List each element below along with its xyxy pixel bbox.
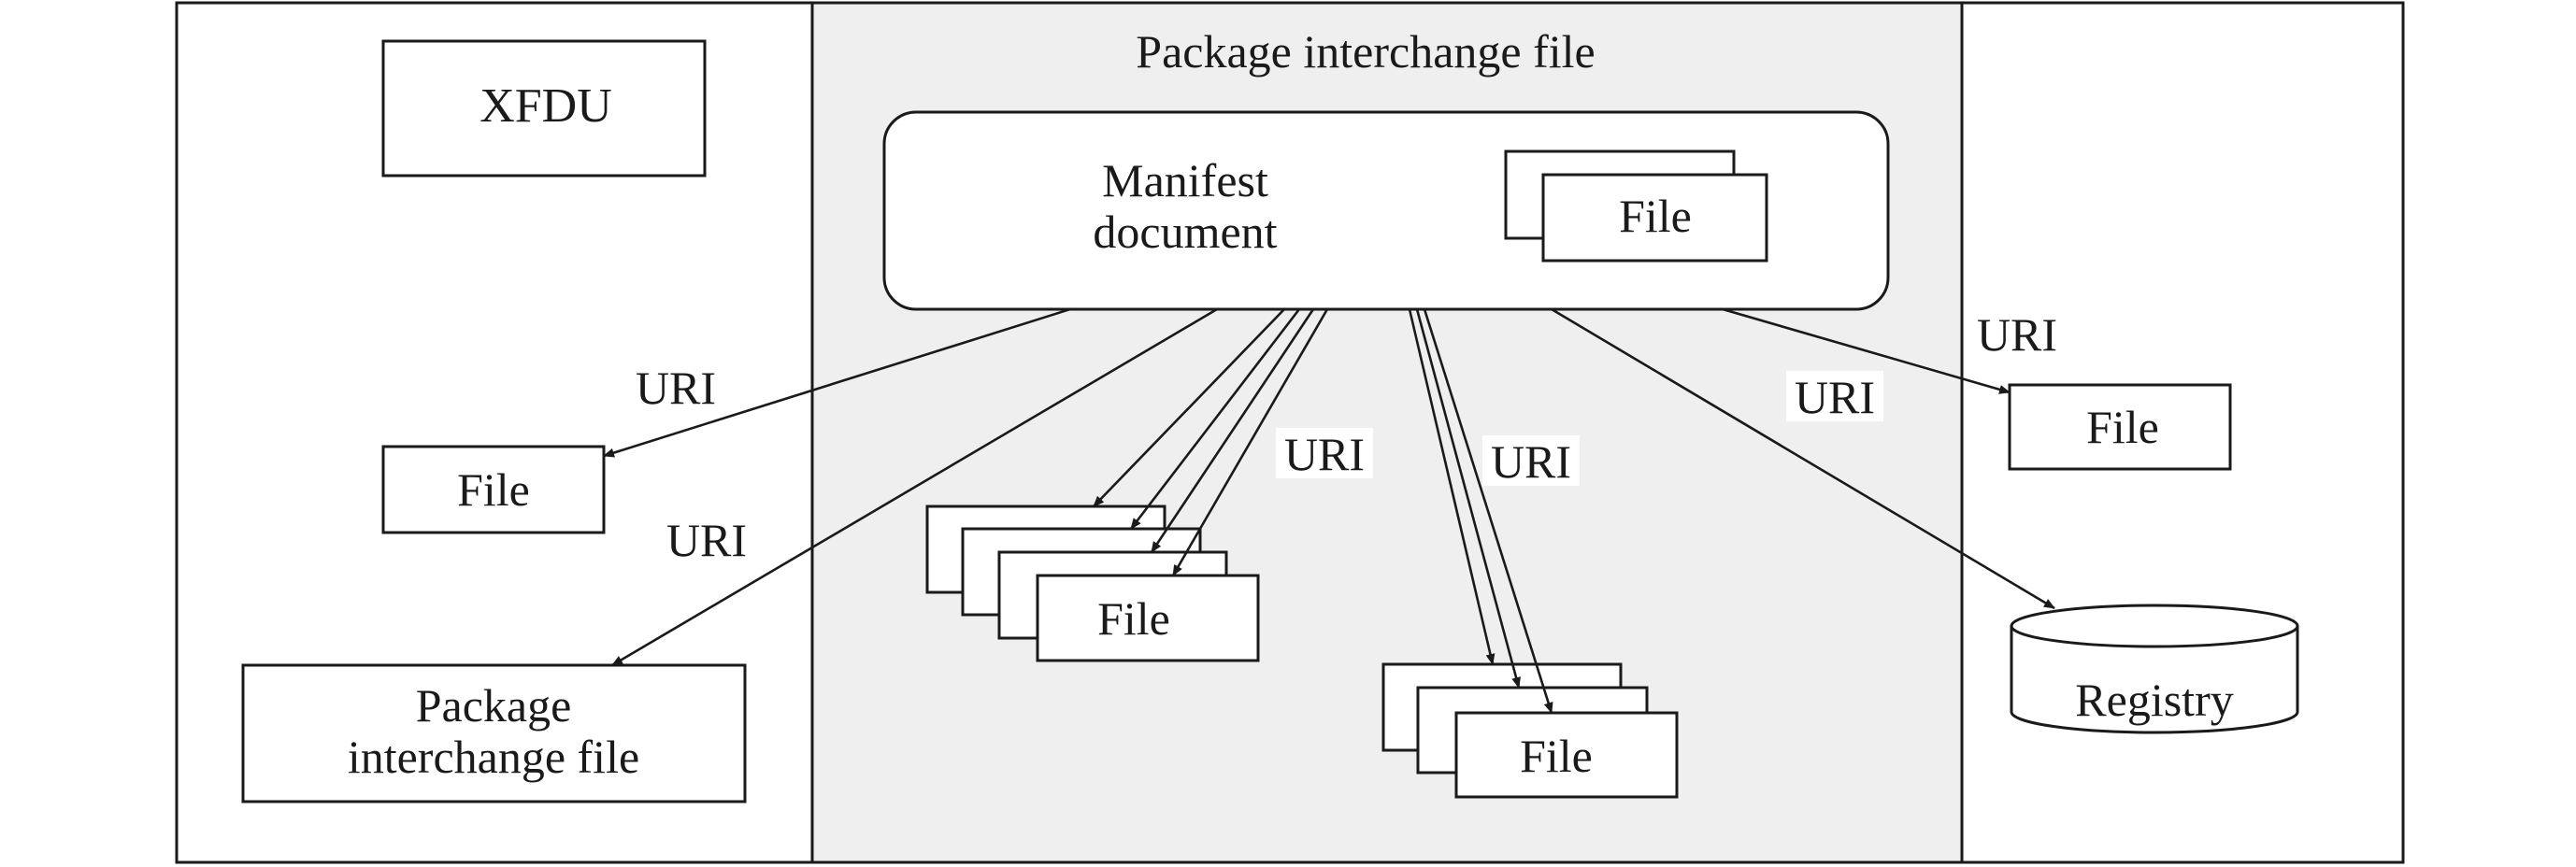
svg-text:URI: URI	[1977, 308, 2057, 361]
uri-label-stack-a: URI	[1276, 428, 1373, 480]
stack-a-file-label: File	[1097, 592, 1170, 645]
center-title: Package interchange file	[1136, 25, 1595, 78]
registry-cylinder	[2010, 604, 2299, 734]
manifest-file-label: File	[1619, 190, 1692, 242]
stack-a-file-4	[1036, 574, 1260, 662]
stack-b-file-label: File	[1520, 730, 1593, 782]
uri-label-registry: URI	[1786, 371, 1883, 423]
svg-text:URI: URI	[636, 362, 716, 414]
arrow-to-registry	[1551, 307, 2055, 610]
registry-label: Registry	[2075, 674, 2233, 726]
arrow-to-stack-b-2	[1415, 308, 1521, 689]
arrow-to-stack-a-2	[1129, 308, 1301, 530]
uri-label-left-file: URI	[627, 361, 724, 414]
xfdu-box	[381, 39, 707, 178]
manifest-label-line1: Manifest	[1102, 154, 1268, 206]
arrow-to-stack-a-3	[1150, 308, 1315, 553]
xfdu-label: XFDU	[479, 79, 612, 133]
svg-text:URI: URI	[1491, 435, 1571, 488]
svg-text:URI: URI	[1284, 428, 1365, 480]
manifest-file-front	[1541, 173, 1768, 263]
svg-text:URI: URI	[1795, 371, 1875, 423]
left-package-box	[241, 663, 747, 803]
arrow-to-left-package	[611, 307, 1218, 667]
left-package-label-line1: Package	[416, 679, 572, 732]
arrow-to-stack-a-4	[1171, 308, 1329, 576]
left-file-box	[381, 445, 606, 534]
arrow-to-right-file	[1722, 307, 2011, 394]
arrow-to-stack-b-1	[1408, 308, 1496, 665]
arrow-to-stack-b-3	[1423, 308, 1553, 714]
svg-text:URI: URI	[666, 514, 747, 566]
uri-label-stack-b: URI	[1482, 435, 1580, 488]
right-file-label: File	[2086, 401, 2159, 453]
arrow-to-left-file	[603, 307, 1071, 458]
uri-label-left-package: URI	[658, 514, 755, 566]
right-file-box	[2008, 383, 2232, 471]
stack-b-file-3	[1454, 711, 1679, 799]
uri-label-right-file: URI	[1968, 308, 2066, 361]
left-package-label-line2: interchange file	[348, 731, 639, 783]
manifest-label-line2: document	[1093, 206, 1277, 258]
arrow-to-stack-a-1	[1093, 308, 1285, 507]
left-file-label: File	[457, 463, 530, 516]
